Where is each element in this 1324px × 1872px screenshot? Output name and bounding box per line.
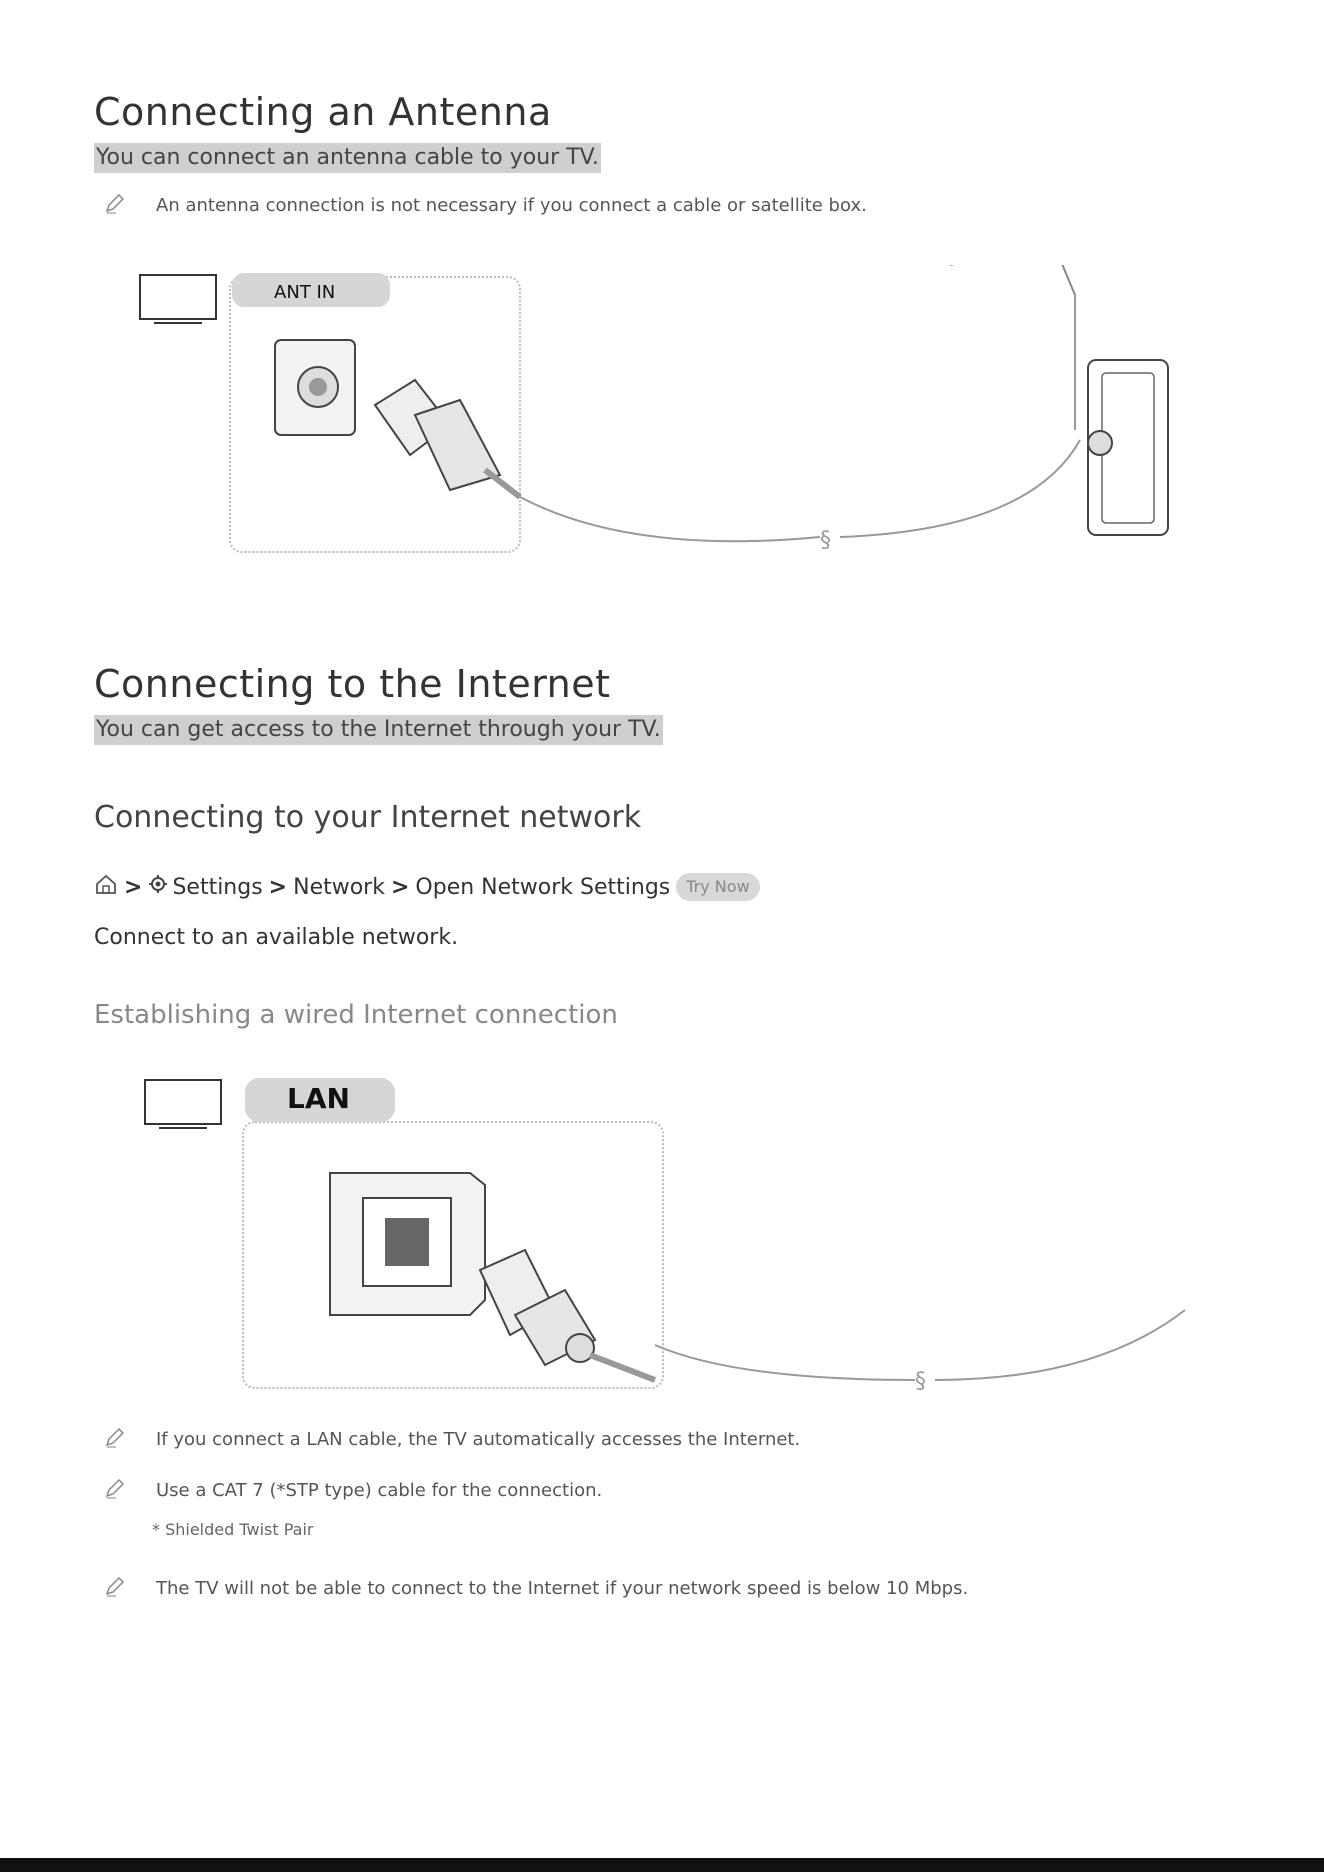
page-bottom-rule — [0, 1858, 1324, 1872]
pen-icon — [104, 192, 132, 219]
note-lan-auto: If you connect a LAN cable, the TV autom… — [104, 1426, 800, 1453]
antenna-diagram: § ANT IN — [130, 219, 1210, 565]
note-antenna: An antenna connection is not necessary i… — [104, 192, 867, 219]
pen-icon — [104, 1477, 132, 1504]
settings-path: > Settings > Network > Open Network Sett… — [94, 873, 760, 901]
section-title-antenna: Connecting an Antenna — [94, 90, 552, 134]
path-settings[interactable]: Settings — [172, 874, 263, 900]
svg-text:§: § — [820, 528, 831, 553]
tv-icon — [144, 1079, 222, 1129]
port-label-lan: LAN — [287, 1082, 350, 1115]
path-separator: > — [268, 874, 288, 900]
path-separator: > — [124, 874, 143, 900]
section-title-internet: Connecting to the Internet — [94, 662, 611, 706]
note-speed: The TV will not be able to connect to th… — [104, 1575, 968, 1602]
section-subtitle-internet: You can get access to the Internet throu… — [94, 715, 663, 745]
tv-icon — [139, 274, 217, 324]
gear-icon — [148, 874, 168, 900]
home-icon[interactable] — [94, 873, 118, 901]
path-network[interactable]: Network — [293, 874, 385, 900]
body-connect-network: Connect to an available network. — [94, 925, 459, 950]
path-separator: > — [390, 874, 410, 900]
try-now-button[interactable]: Try Now — [676, 873, 760, 901]
pen-icon — [104, 1426, 132, 1453]
svg-text:§: § — [915, 1369, 926, 1394]
lan-diagram: § LAN — [135, 1070, 1205, 1400]
footnote-stp: * Shielded Twist Pair — [152, 1520, 314, 1539]
path-open-network-settings[interactable]: Open Network Settings — [415, 874, 671, 900]
subsection-title-network: Connecting to your Internet network — [94, 800, 642, 835]
note-cat7: Use a CAT 7 (*STP type) cable for the co… — [104, 1477, 602, 1504]
port-label-ant-in: ANT IN — [274, 282, 336, 303]
section-subtitle-antenna: You can connect an antenna cable to your… — [94, 143, 601, 173]
subsection-title-wired: Establishing a wired Internet connection — [94, 1000, 618, 1030]
pen-icon — [104, 1575, 132, 1602]
